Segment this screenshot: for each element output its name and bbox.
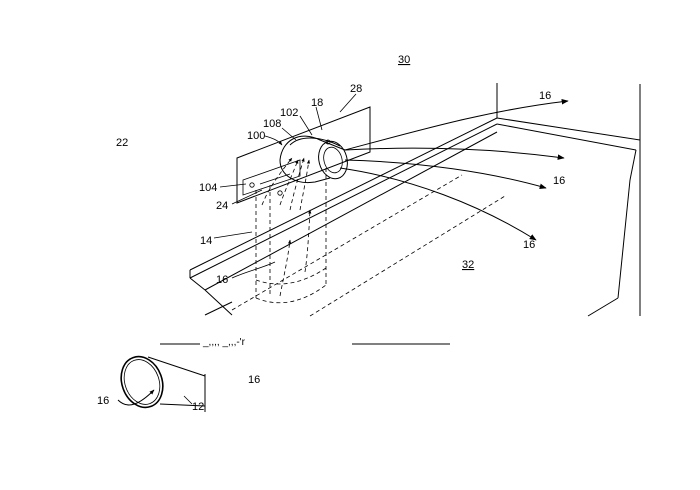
label-100: 100 bbox=[247, 130, 265, 142]
leader-lines bbox=[214, 94, 356, 278]
label-16-top: 16 bbox=[539, 90, 551, 102]
dashed-cylinder bbox=[256, 168, 326, 303]
label-12: 12 bbox=[192, 401, 204, 413]
label-16-pipe: 16 bbox=[97, 395, 109, 407]
scan-artifact-text: _,,,, _,,,-'r bbox=[202, 337, 246, 348]
label-30: 30 bbox=[398, 54, 410, 66]
label-108: 108 bbox=[263, 118, 281, 130]
corner-rail bbox=[190, 118, 497, 315]
upward-airflow-arrows bbox=[262, 158, 310, 296]
label-14: 14 bbox=[200, 235, 212, 247]
outward-airflow-arrows bbox=[340, 101, 568, 240]
label-104: 104 bbox=[199, 182, 217, 194]
floor-dashed-projection bbox=[232, 175, 505, 316]
label-16-mid: 16 bbox=[553, 175, 565, 187]
label-32: 32 bbox=[462, 259, 474, 271]
room-walls bbox=[497, 83, 640, 316]
label-16-center-bottom: 16 bbox=[248, 374, 260, 386]
label-16-lower: 16 bbox=[523, 239, 535, 251]
label-28: 28 bbox=[350, 83, 362, 95]
label-22: 22 bbox=[116, 137, 128, 149]
label-102: 102 bbox=[280, 107, 298, 119]
label-24: 24 bbox=[216, 200, 228, 212]
label-16-left: 16 bbox=[216, 274, 228, 286]
label-18: 18 bbox=[311, 97, 323, 109]
nozzle-body bbox=[280, 136, 351, 182]
